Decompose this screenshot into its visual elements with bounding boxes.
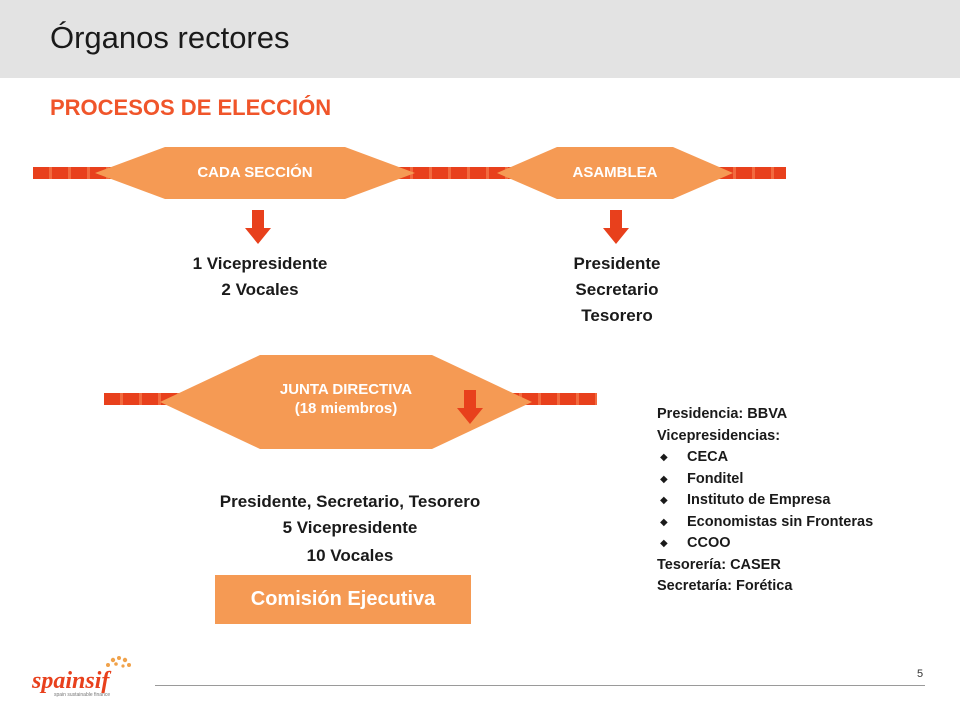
down-arrow-icon [245, 210, 271, 244]
spainsif-logo: spainsif spain sustainable finance [31, 656, 131, 698]
list-item: ◆CCOO [657, 533, 917, 555]
cada-seccion-label: CADA SECCIÓN [197, 164, 313, 181]
result-line: 1 Vicepresidente [192, 254, 328, 273]
down-arrow-icon [603, 210, 629, 244]
list-item: ◆Instituto de Empresa [657, 490, 917, 512]
junta-directiva-label: JUNTA DIRECTIVA (18 miembros) [160, 380, 532, 418]
header-band [0, 0, 960, 78]
asamblea-label: ASAMBLEA [572, 164, 658, 181]
presidencia-line: Presidencia: BBVA [657, 406, 788, 422]
list-item: ◆Economistas sin Fronteras [657, 512, 917, 534]
member-line: Presidente, Secretario, Tesorero [219, 492, 481, 511]
result-line: Presidente [573, 254, 661, 273]
junta-members: Presidente, Secretario, Tesorero 5 Vicep… [175, 489, 525, 569]
footer-divider [155, 685, 925, 686]
vicepresidencias-heading: Vicepresidencias: [657, 427, 781, 444]
asamblea-diamond [497, 147, 733, 199]
page-title: Órganos rectores [50, 20, 290, 55]
svg-text:spainsif: spainsif [31, 668, 111, 694]
page-number: 5 [917, 668, 924, 680]
member-line: 5 Vicepresidente [282, 518, 418, 537]
down-arrow-icon [457, 390, 483, 424]
result-line: Tesorero [581, 306, 653, 325]
junta-directiva-diamond [160, 355, 532, 449]
svg-text:spain sustainable finance: spain sustainable finance [54, 692, 110, 698]
result-line: 2 Vocales [221, 280, 299, 299]
diamond-bullet-icon: ◆ [660, 538, 668, 549]
diamond-bullet-icon: ◆ [660, 452, 668, 463]
list-item: ◆CECA [657, 447, 917, 469]
asamblea-result: Presidente Secretario Tesorero [517, 251, 717, 329]
section-subtitle: PROCESOS DE ELECCIÓN [50, 95, 332, 120]
comision-ejecutiva-box: Comisión Ejecutiva [215, 575, 471, 624]
member-line: 10 Vocales [306, 546, 394, 565]
secretaria-line: Secretaría: Forética [657, 578, 793, 594]
result-line: Secretario [575, 280, 659, 299]
list-item: ◆Fonditel [657, 469, 917, 491]
seccion-result: 1 Vicepresidente 2 Vocales [160, 251, 360, 303]
diamond-bullet-icon: ◆ [660, 473, 668, 485]
tesoreria-line: Tesorería: CASER [657, 556, 781, 573]
diamond-bullet-icon: ◆ [660, 495, 668, 506]
junta-count: (18 miembros) [294, 400, 398, 417]
junta-title: JUNTA DIRECTIVA [279, 381, 413, 398]
positions-list: Presidencia: BBVA Vicepresidencias: ◆CEC… [657, 404, 917, 598]
cada-seccion-diamond [95, 147, 415, 199]
diamond-bullet-icon: ◆ [660, 516, 668, 528]
